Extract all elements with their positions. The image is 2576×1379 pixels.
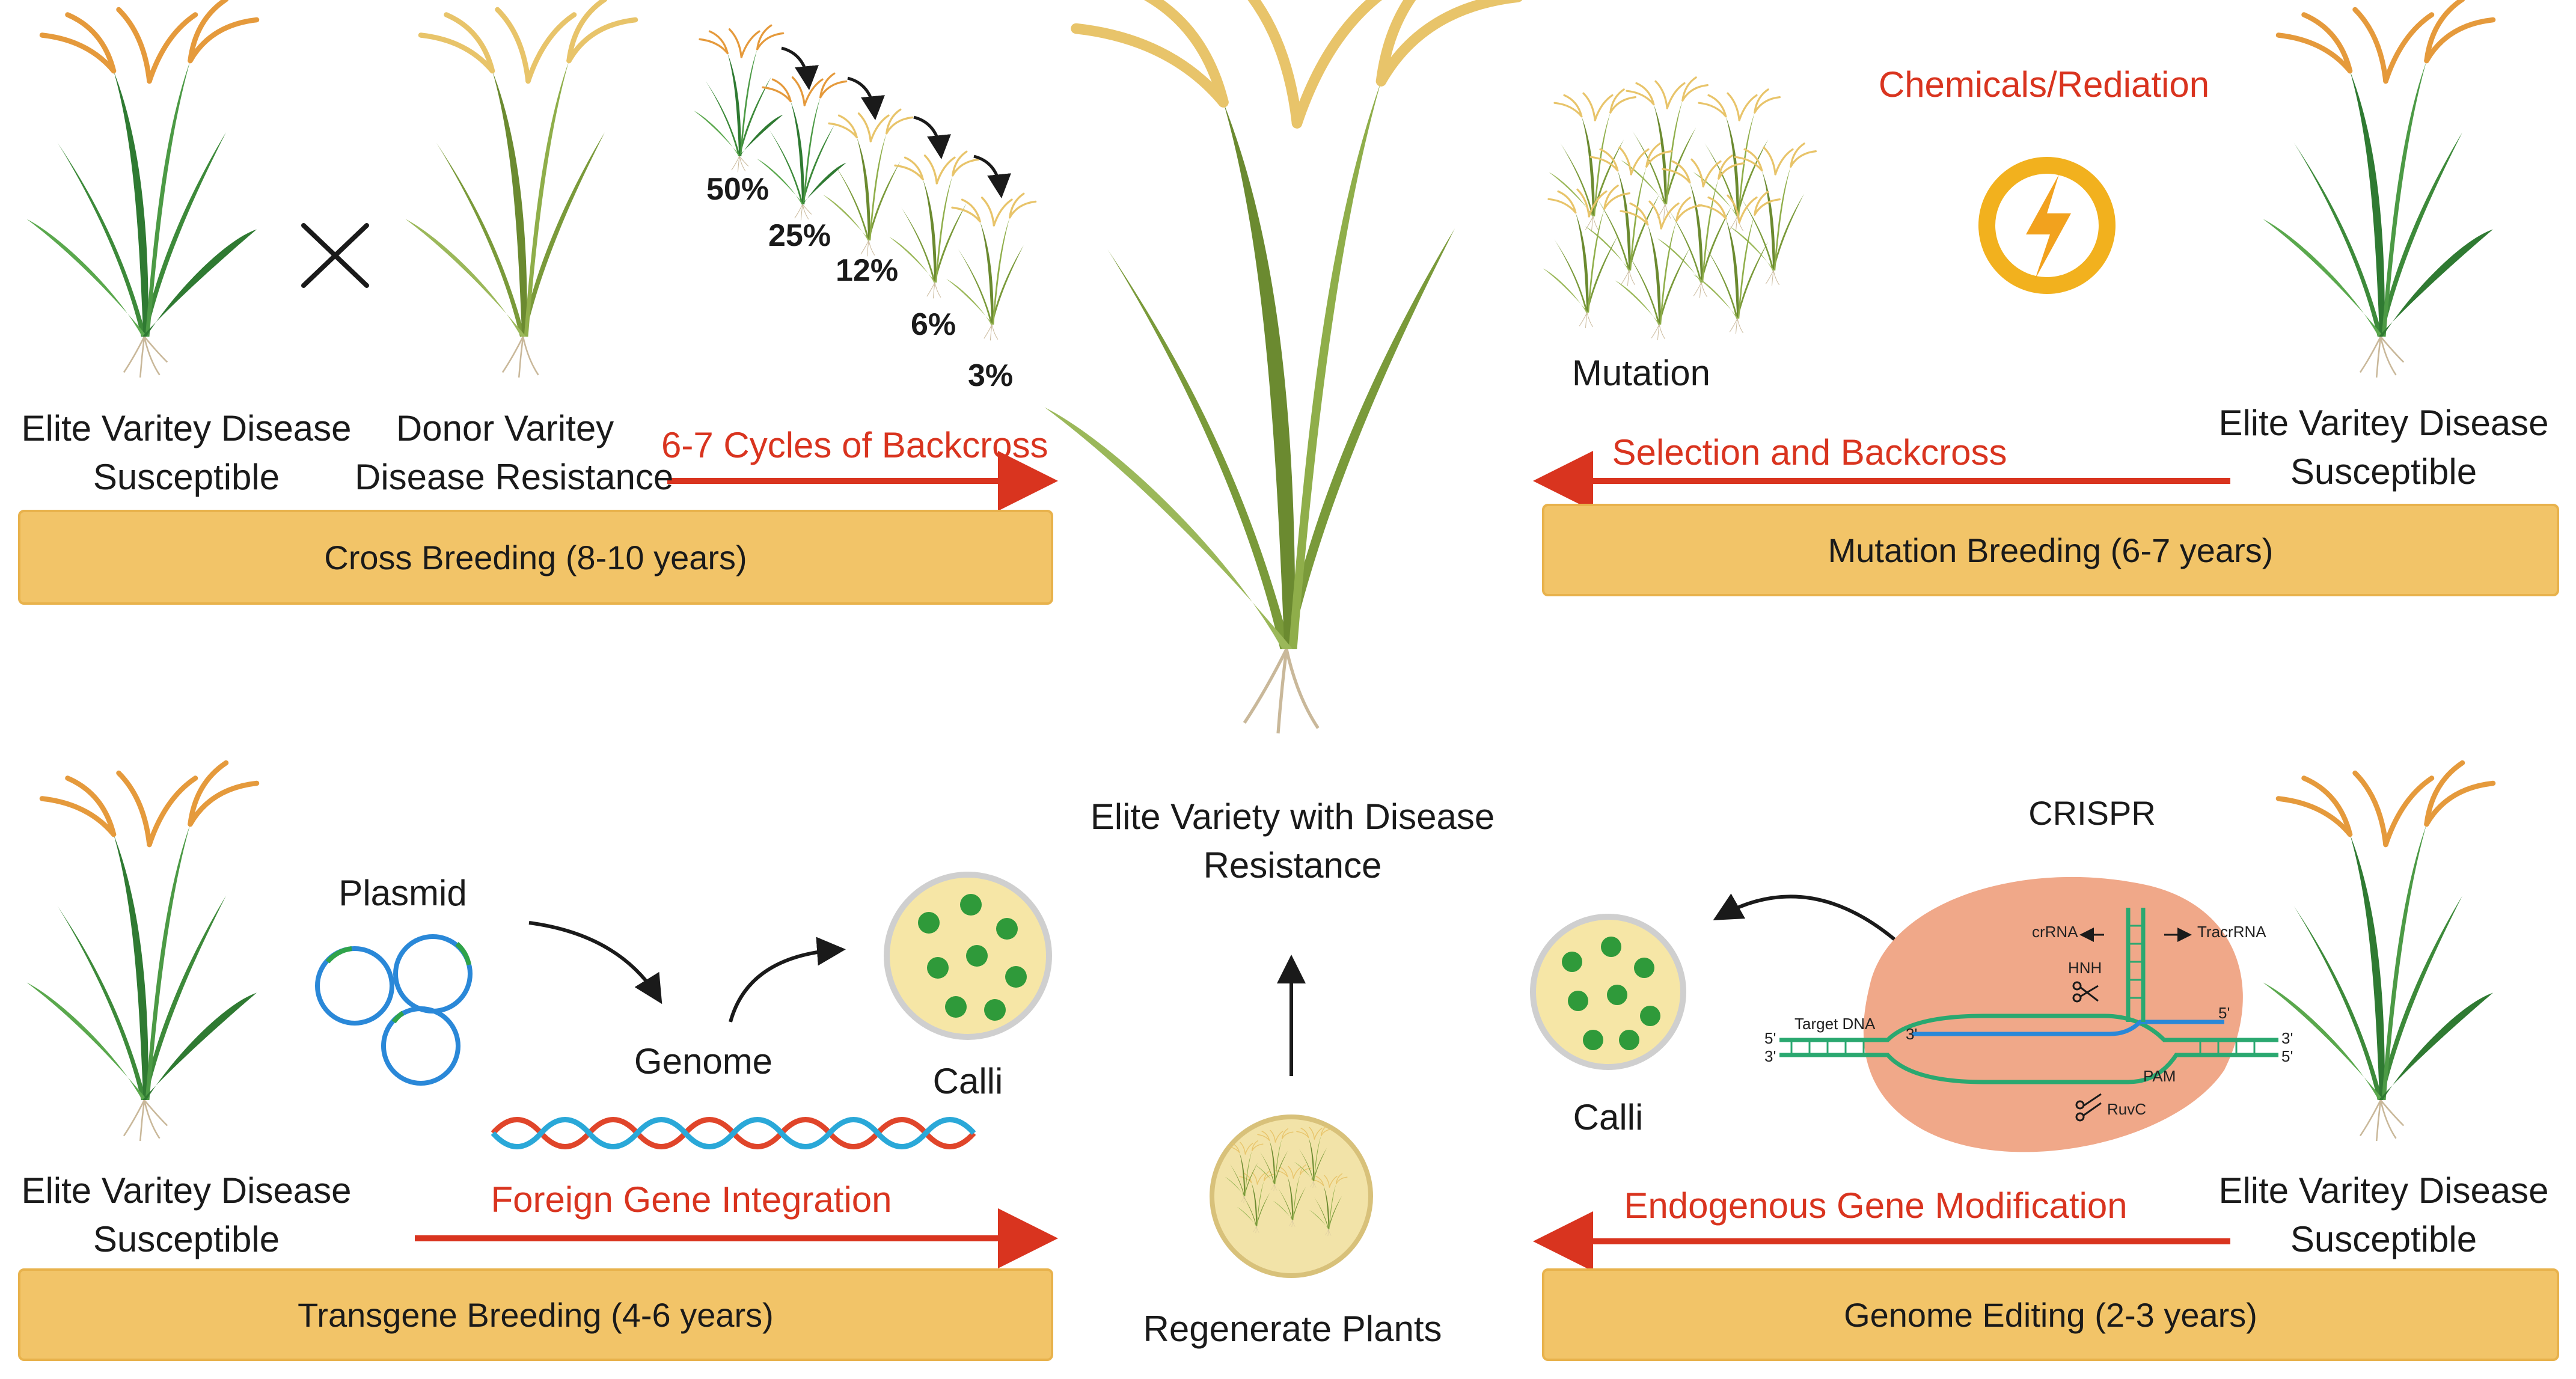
calli-label-transgene: Calli [932,1061,1003,1101]
three-prime-left: 3' [1764,1047,1776,1065]
regenerate-label: Regenerate Plants [1143,1309,1442,1349]
percent-50: 50% [706,172,769,207]
editing-curve-arrow [1713,893,1901,946]
five-prime-right: 5' [2281,1047,2293,1065]
pam-label: PAM [2143,1067,2176,1085]
crrna-label: crRNA [2032,923,2078,941]
three-prime-right: 3' [2281,1029,2293,1047]
mutation-label: Mutation [1571,353,1711,393]
regenerate-plants-dish [1210,1115,1373,1278]
scissors-icon-hnh [2072,981,2099,1003]
ruvc-label: RuvC [2107,1100,2147,1118]
five-prime-inner: 5' [2218,1004,2230,1022]
crispr-complex [1779,876,2278,1152]
elite-plant-editing [2263,763,2494,1141]
genome-editing-bar: Genome Editing (2-3 years) [1542,1268,2559,1361]
tracrrna-label: TracrRNA [2197,923,2266,941]
mutation-breeding-bar: Mutation Breeding (6-7 years) [1542,504,2559,596]
calli-label-editing: Calli [1573,1097,1644,1137]
three-prime-inner: 3' [1906,1025,1918,1043]
elite-plant-transgene [26,763,257,1141]
dna-helix-icon [491,1117,976,1149]
backcross-label: 6-7 Cycles of Backcross [661,425,1048,465]
elite-plant-cross [26,0,257,378]
cross-breeding-bar: Cross Breeding (8-10 years) [18,510,1053,605]
backcross-plant-4 [888,150,980,300]
lightning-icon [1978,157,2116,294]
five-prime-left: 5' [1764,1029,1776,1047]
percent-6: 6% [911,307,956,342]
modification-label: Endogenous Gene Modification [1624,1185,2128,1226]
backcross-plant-1 [693,24,785,174]
transgene-breeding-bar: Transgene Breeding (4-6 years) [18,1268,1053,1361]
percent-12: 12% [836,253,899,288]
donor-plant-cross [406,0,636,378]
percent-25: 25% [768,218,831,253]
mutation-plant-cluster [1541,76,1817,341]
backcross-curve-arrows [781,46,1011,198]
crispr-label: CRISPR [2028,794,2156,832]
calli-dish-transgene [884,872,1052,1040]
backcross-plant-3 [822,108,914,258]
target-dna-label: Target DNA [1794,1015,1876,1033]
cross-symbol-icon [301,223,369,288]
elite-plant-mutation [2263,0,2494,378]
hnh-label: HNH [2068,959,2102,977]
selection-label: Selection and Backcross [1612,432,2007,472]
resistant-elite-plant [1045,0,1519,733]
plasmid-icon [315,934,473,1086]
scissors-icon-ruvc [2075,1093,2102,1122]
chemicals-label: Chemicals/Rediation [1878,64,2210,105]
integration-label: Foreign Gene Integration [491,1179,892,1220]
genome-label: Genome [634,1041,773,1081]
calli-dish-editing [1530,914,1686,1070]
percent-3: 3% [968,358,1014,393]
backcross-plant-2 [756,72,848,222]
plasmid-label: Plasmid [338,873,467,913]
transgene-curve-arrows [528,921,846,1023]
